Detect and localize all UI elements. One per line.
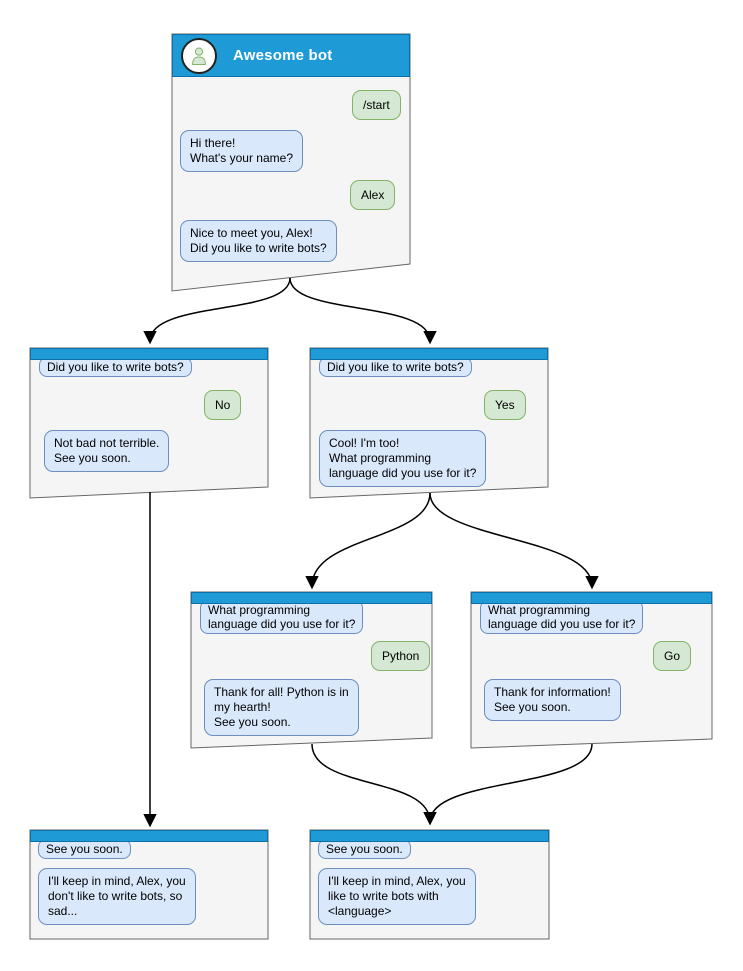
user-message-bubble: Yes [484, 390, 526, 420]
bot-message-bubble: See you soon. [38, 839, 131, 859]
bot-message-bubble: Thank for all! Python is in my hearth! S… [204, 679, 359, 736]
edge-main-to-no-arrow [143, 277, 291, 345]
bot-question-bubble: Did you like to write bots? [39, 357, 192, 377]
user-message-bubble: Alex [350, 180, 396, 210]
branch-go-titlebar [471, 592, 712, 604]
edge-main-to-yes-arrow [289, 277, 437, 345]
bot-question-bubble: What programming language did you use fo… [480, 600, 644, 634]
user-message-bubble: /start [352, 90, 401, 120]
bot-question-bubble: What programming language did you use fo… [200, 600, 364, 634]
bot-message-bubble: I'll keep in mind, Alex, you like to wri… [318, 868, 476, 925]
end-no-titlebar [30, 830, 268, 842]
bot-message-bubble: Thank for information! See you soon. [484, 679, 621, 721]
person-icon [192, 47, 206, 65]
bot-avatar [181, 38, 217, 74]
user-message-bubble: Go [653, 641, 692, 671]
end-language-titlebar [310, 830, 549, 842]
main-window-title: Awesome bot [233, 47, 333, 64]
user-message-bubble: Python [371, 641, 431, 671]
edge-yes-to-python-arrow [305, 492, 431, 590]
bot-message-bubble: See you soon. [318, 839, 411, 859]
bot-message-bubble: Nice to meet you, Alex! Did you like to … [180, 220, 337, 262]
branch-yes-titlebar [310, 348, 548, 360]
branch-no-titlebar [30, 348, 268, 360]
edge-python-to-end-arrow [311, 743, 437, 826]
bot-question-bubble: Did you like to write bots? [319, 357, 472, 377]
branch-python-titlebar [191, 592, 432, 604]
bot-message-bubble: Hi there! What's your name? [180, 130, 304, 172]
user-message-bubble: No [204, 390, 242, 420]
edge-yes-to-go-arrow [429, 492, 599, 590]
bot-message-bubble: I'll keep in mind, Alex, you don't like … [38, 868, 196, 925]
main-window-titlebar: Awesome bot [172, 34, 410, 77]
edge-go-to-end-arrow [423, 743, 593, 826]
bot-message-bubble: Cool! I'm too! What programming language… [319, 430, 487, 487]
bot-message-bubble: Not bad not terrible. See you soon. [44, 430, 170, 472]
